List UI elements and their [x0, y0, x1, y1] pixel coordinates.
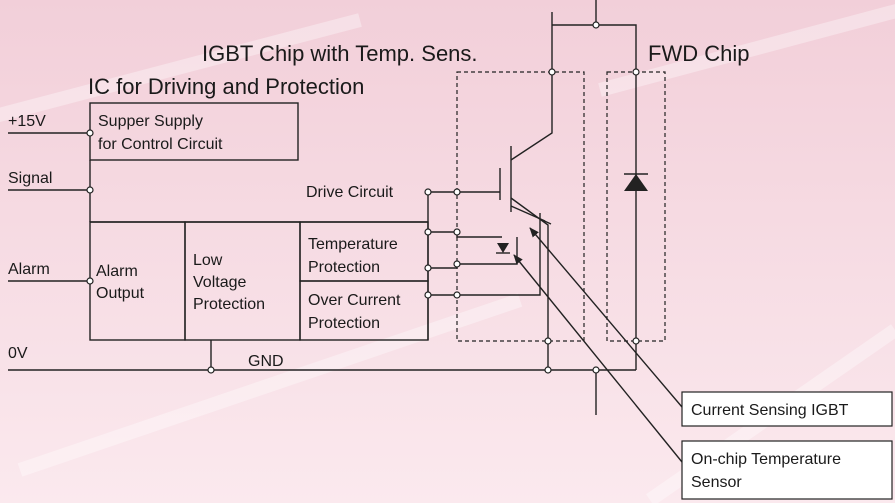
temperature-line2: Protection — [308, 259, 380, 276]
igbt-chip-outline — [456, 71, 585, 342]
low-voltage-line3: Protection — [193, 296, 265, 313]
alarm-output-line1: Alarm — [96, 263, 138, 280]
temperature-line1: Temperature — [308, 236, 398, 253]
callout-temp-leader — [513, 254, 683, 463]
drive-circuit-label: Drive Circuit — [306, 184, 394, 201]
alarm-output-line2: Output — [96, 285, 145, 302]
callout-igbt-text: Current Sensing IGBT — [691, 402, 849, 419]
callout-temp-box — [681, 440, 893, 500]
fwd-chip-title: FWD Chip — [648, 41, 749, 66]
alarm-label: Alarm — [8, 261, 50, 278]
gnd-label: GND — [248, 353, 284, 370]
plus15v-label: +15V — [8, 113, 46, 130]
connection-nodes — [86, 21, 640, 374]
over-current-line2: Protection — [308, 315, 380, 332]
over-current-line1: Over Current — [308, 292, 401, 309]
supply-line2: for Control Circuit — [98, 136, 223, 153]
supply-line1: Supper Supply — [98, 113, 203, 130]
callout-igbt-box — [681, 391, 893, 427]
igbt-chip-title: IGBT Chip with Temp. Sens. — [202, 41, 478, 66]
signal-label: Signal — [8, 170, 52, 187]
ic-title: IC for Driving and Protection — [88, 74, 364, 99]
callout-temp-line2: Sensor — [691, 474, 742, 491]
callout-igbt-leader — [529, 227, 683, 408]
zero-v-label: 0V — [8, 345, 28, 362]
callout-temp-line1: On-chip Temperature — [691, 451, 841, 468]
low-voltage-line2: Voltage — [193, 274, 246, 291]
low-voltage-line1: Low — [193, 252, 223, 269]
